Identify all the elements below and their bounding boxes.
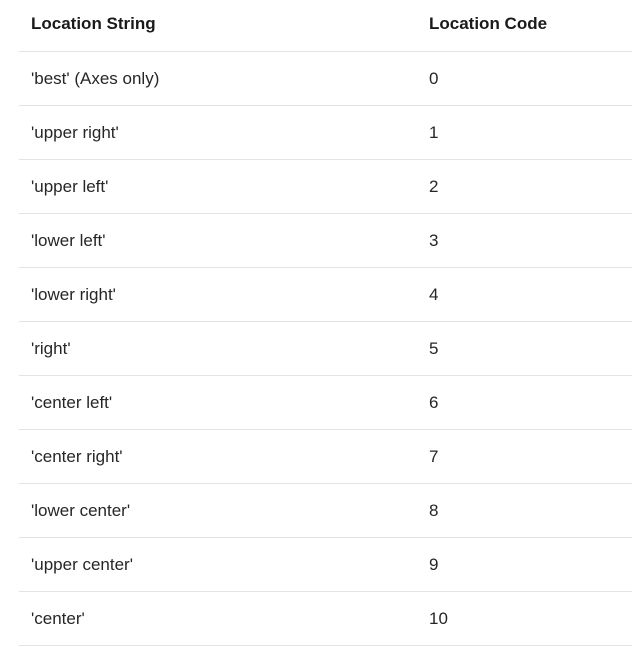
table-body: 'best' (Axes only) 0 'upper right' 1 'up…	[19, 51, 632, 646]
table-row: 'lower center' 8	[19, 483, 632, 538]
column-header-location-code: Location Code	[417, 0, 632, 52]
location-string-cell: 'right'	[19, 321, 417, 376]
location-code-cell: 10	[417, 591, 632, 646]
location-code-cell: 5	[417, 321, 632, 376]
location-string-cell: 'upper center'	[19, 537, 417, 592]
table-row: 'right' 5	[19, 321, 632, 376]
location-string-cell: 'lower left'	[19, 213, 417, 268]
location-code-cell: 9	[417, 537, 632, 592]
location-code-cell: 6	[417, 375, 632, 430]
table-row: 'center left' 6	[19, 375, 632, 430]
table-row: 'upper right' 1	[19, 105, 632, 160]
table-header: Location String Location Code	[19, 0, 632, 52]
table-row: 'lower right' 4	[19, 267, 632, 322]
location-code-cell: 3	[417, 213, 632, 268]
legend-location-table-container: Location String Location Code 'best' (Ax…	[19, 0, 632, 646]
table-row: 'upper left' 2	[19, 159, 632, 214]
column-header-location-string: Location String	[19, 0, 417, 52]
location-string-cell: 'center'	[19, 591, 417, 646]
location-code-cell: 4	[417, 267, 632, 322]
location-string-cell: 'lower right'	[19, 267, 417, 322]
location-code-cell: 2	[417, 159, 632, 214]
legend-location-table: Location String Location Code 'best' (Ax…	[19, 0, 632, 646]
location-code-cell: 8	[417, 483, 632, 538]
location-string-cell: 'center left'	[19, 375, 417, 430]
location-code-cell: 1	[417, 105, 632, 160]
location-string-cell: 'upper left'	[19, 159, 417, 214]
location-string-cell: 'upper right'	[19, 105, 417, 160]
table-row: 'best' (Axes only) 0	[19, 51, 632, 106]
location-code-cell: 0	[417, 51, 632, 106]
location-string-cell: 'lower center'	[19, 483, 417, 538]
table-row: 'center right' 7	[19, 429, 632, 484]
table-row: 'upper center' 9	[19, 537, 632, 592]
location-string-cell: 'best' (Axes only)	[19, 51, 417, 106]
header-row: Location String Location Code	[19, 0, 632, 52]
location-code-cell: 7	[417, 429, 632, 484]
table-row: 'center' 10	[19, 591, 632, 646]
location-string-cell: 'center right'	[19, 429, 417, 484]
table-row: 'lower left' 3	[19, 213, 632, 268]
